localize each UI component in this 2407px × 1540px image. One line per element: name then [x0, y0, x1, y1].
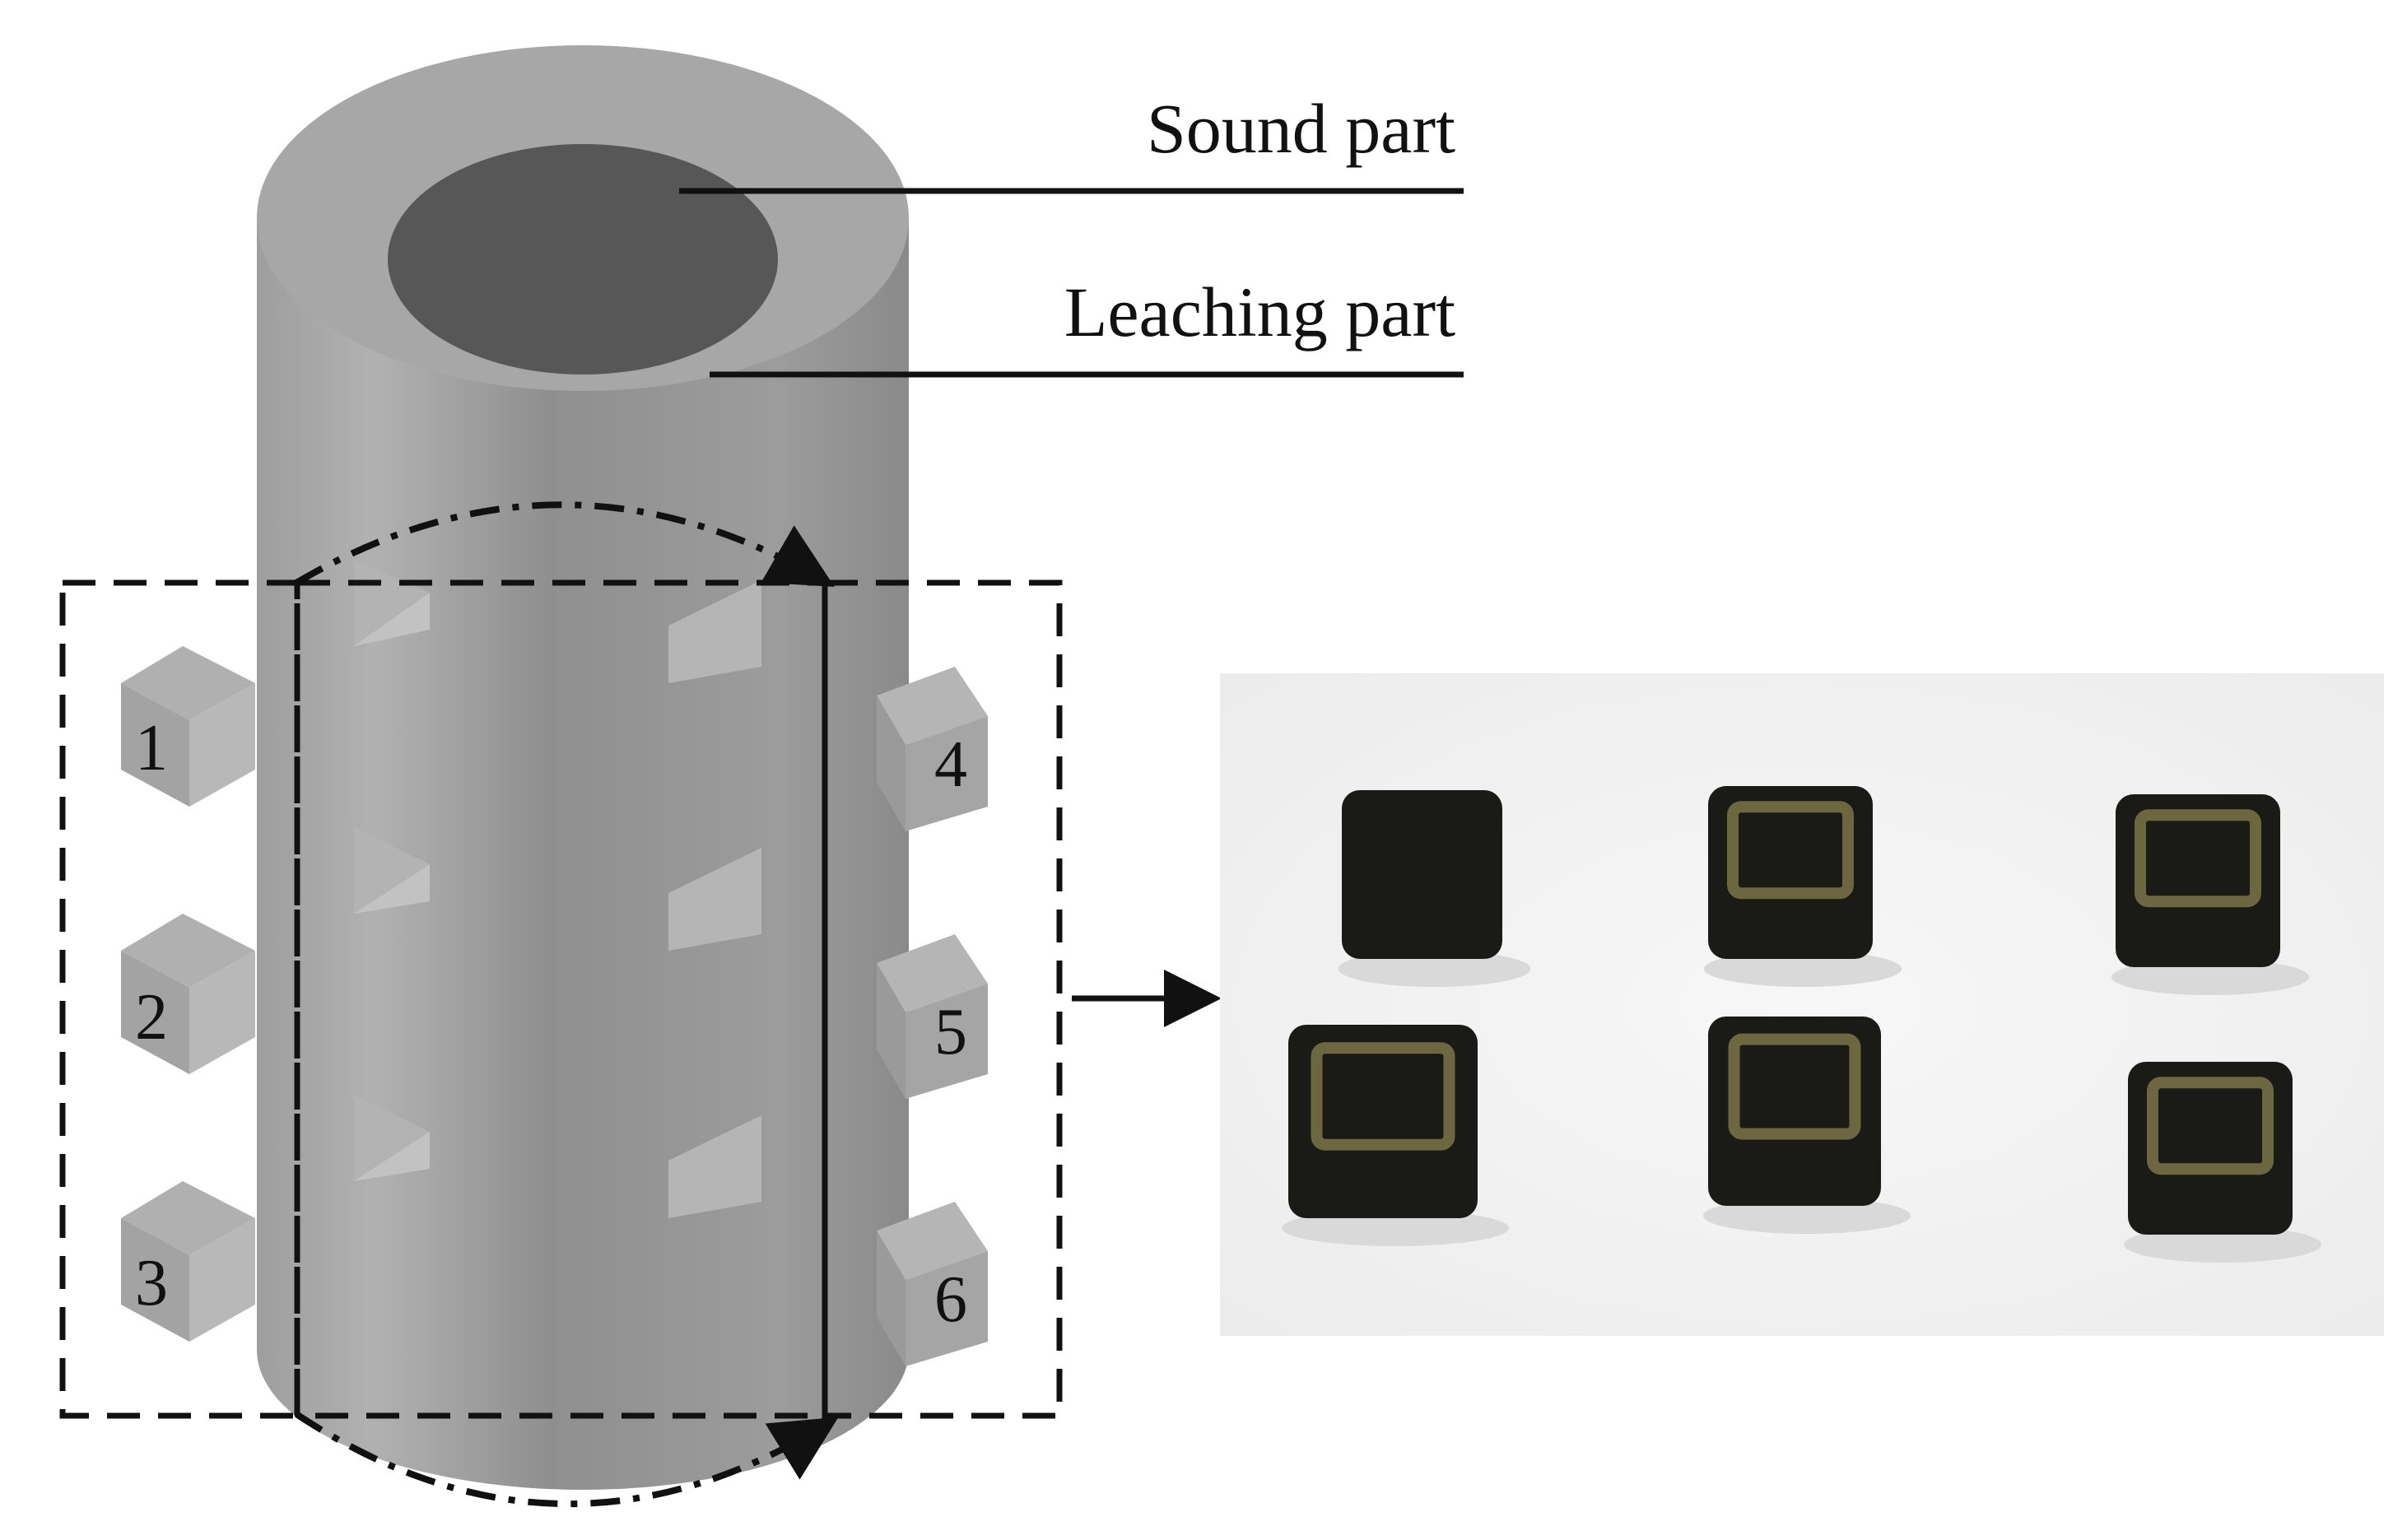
specimen-body — [1708, 786, 1873, 959]
photo-specimen-5 — [1703, 1017, 1911, 1234]
left-sampling-box — [59, 579, 300, 1419]
pit-left-2 — [354, 827, 430, 914]
top-arc-arrow — [294, 501, 835, 588]
sample-label-6: 6 — [934, 1263, 967, 1336]
specimen-shadow — [2111, 959, 2309, 995]
sample-label-2: 2 — [135, 981, 168, 1054]
specimen-body — [1288, 1025, 1478, 1218]
photo-specimen-3 — [2111, 794, 2309, 995]
specimen-photo — [1220, 673, 2384, 1336]
specimen-shadow — [1703, 1198, 1911, 1234]
sampling-boxes — [59, 579, 1063, 1419]
pit-right-2 — [668, 848, 761, 951]
sample-label-1: 1 — [135, 712, 168, 784]
sample-cube-5: 5 — [877, 934, 988, 1099]
sound-part-core — [388, 144, 778, 375]
sample-label-4: 4 — [934, 728, 967, 801]
specimen-body — [2116, 794, 2280, 967]
center-sampling-box — [294, 579, 828, 1419]
sample-pits — [354, 560, 761, 1218]
specimen-body — [1342, 790, 1502, 959]
specimen-rust-marking — [1727, 801, 1854, 900]
pit-right-1 — [668, 580, 761, 683]
specimen-body — [2128, 1062, 2293, 1235]
specimen-shadow — [1704, 951, 1902, 987]
leaching-part-label: Leaching part — [1064, 272, 1455, 351]
photo-specimen-4 — [1282, 1025, 1509, 1246]
specimen-rust-marking — [1728, 1033, 1861, 1140]
specimen-rust-marking — [1311, 1042, 1455, 1151]
specimen-rust-marking — [2147, 1077, 2274, 1175]
sample-cube-1: 1 — [121, 646, 255, 807]
sample-cube-6: 6 — [877, 1202, 988, 1366]
sample-label-5: 5 — [934, 996, 967, 1068]
sound-part-label: Sound part — [1147, 89, 1455, 168]
photo-specimens — [1282, 786, 2321, 1263]
callout-lines — [679, 188, 1464, 378]
right-sampling-box — [822, 579, 1063, 1419]
photo-specimen-1 — [1338, 790, 1531, 987]
specimen-shadow — [1338, 951, 1531, 987]
photo-specimen-2 — [1704, 786, 1902, 987]
sample-cube-2: 2 — [121, 914, 255, 1074]
specimen-shadow — [2124, 1226, 2321, 1263]
specimen-rust-marking — [2135, 809, 2261, 908]
bottom-arc-arrow — [294, 1411, 839, 1508]
sample-label-3: 3 — [135, 1247, 168, 1319]
specimen-body — [1708, 1017, 1881, 1206]
specimen-shadow — [1282, 1210, 1509, 1246]
rotation-arrows — [294, 501, 839, 1508]
cylinder — [257, 45, 909, 1490]
sample-cube-3: 3 — [121, 1181, 255, 1342]
sample-cube-4: 4 — [877, 667, 988, 831]
pit-right-3 — [668, 1115, 761, 1218]
pit-left-3 — [354, 1095, 430, 1181]
photo-specimen-6 — [2124, 1062, 2321, 1263]
